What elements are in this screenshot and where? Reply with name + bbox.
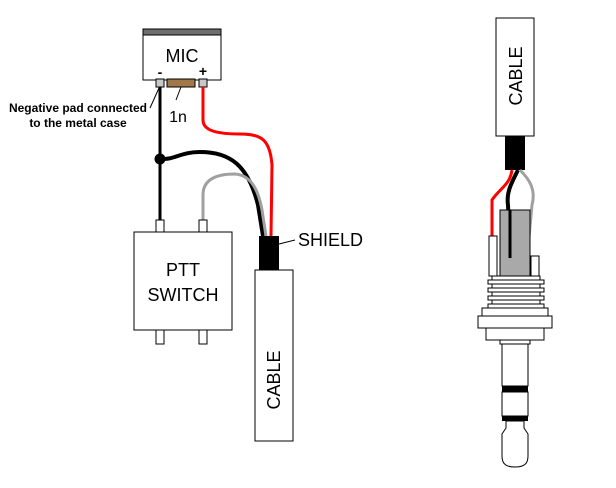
ptt-label-line-1: PTT: [166, 260, 200, 280]
capacitor-label: 1n: [169, 109, 187, 126]
capacitor: [166, 78, 196, 88]
left-wires: [154, 87, 274, 237]
cable-left-label: CABLE: [264, 350, 284, 409]
shield-label: SHIELD: [298, 230, 363, 250]
mic-label: MIC: [166, 46, 199, 66]
note-line-2: to the metal case: [29, 116, 127, 130]
ptt-switch: PTT SWITCH: [133, 219, 233, 345]
mic-plus-label: +: [199, 63, 207, 79]
mic-minus-label: -: [158, 64, 163, 80]
jack-lugs: [488, 209, 540, 279]
stereo-jack: [477, 275, 553, 468]
ptt-label-line-2: SWITCH: [148, 285, 219, 305]
cable-right: CABLE: [495, 17, 535, 170]
right-wires: [490, 168, 535, 277]
note-line-1: Negative pad connected: [9, 101, 147, 115]
cable-right-label: CABLE: [506, 46, 526, 105]
microphone: MIC - +: [142, 28, 222, 88]
cable-left: CABLE: [254, 236, 296, 442]
